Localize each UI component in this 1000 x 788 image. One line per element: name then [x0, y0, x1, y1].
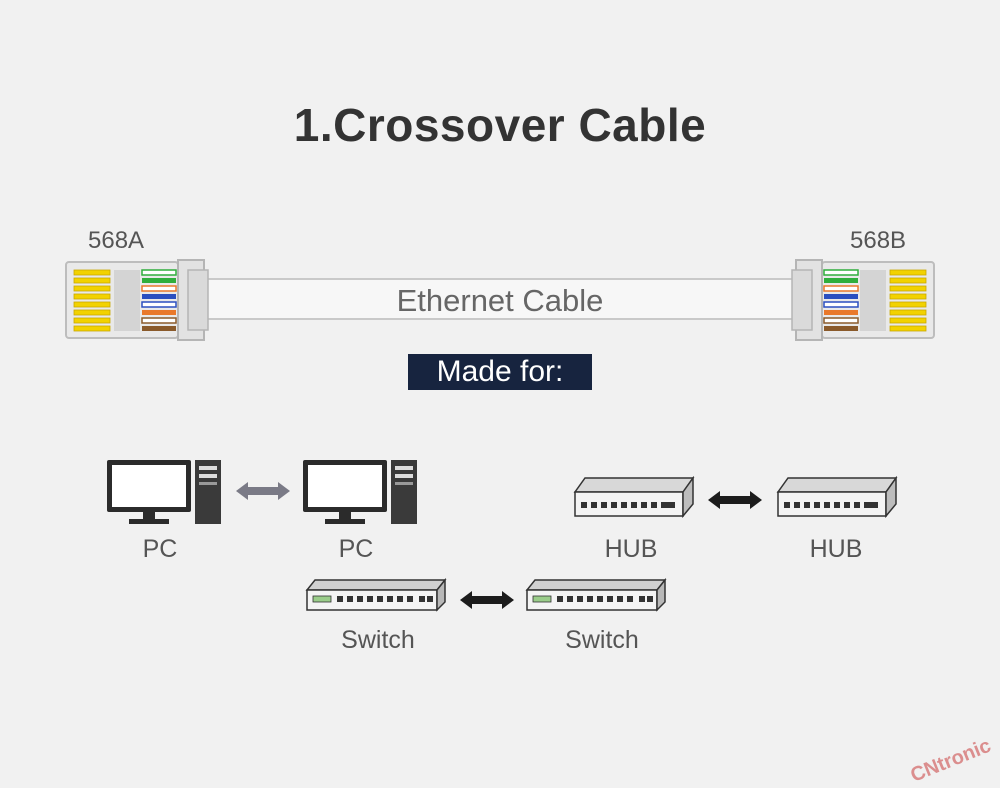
switch-right-label: Switch	[565, 626, 639, 654]
hub-right-label: HUB	[809, 535, 863, 563]
made-for-badge: Made for:	[408, 354, 592, 390]
pc-right-label: PC	[338, 535, 374, 563]
bidirectional-arrow-icon	[708, 491, 762, 509]
switch-icon	[305, 578, 447, 612]
rj45-connector-568b	[791, 259, 935, 341]
switch-left-label: Switch	[341, 626, 415, 654]
cable-body	[204, 278, 796, 320]
bidirectional-arrow-icon	[236, 482, 290, 500]
hub-left-label: HUB	[604, 535, 658, 563]
standard-568b-label: 568B	[850, 227, 907, 254]
rj45-connector-568a	[65, 259, 209, 341]
page-title: 1.Crossover Cable	[293, 99, 707, 151]
standard-568a-label: 568A	[88, 227, 145, 254]
pc-left-label: PC	[142, 535, 178, 563]
computer-icon	[303, 460, 417, 524]
bidirectional-arrow-icon	[460, 591, 514, 609]
hub-icon	[573, 476, 695, 519]
ethernet-cable-diagram	[65, 259, 935, 341]
computer-icon	[107, 460, 221, 524]
hub-icon	[776, 476, 898, 519]
switch-icon	[525, 578, 667, 612]
ethernet-cable-label: Ethernet Cable	[396, 283, 604, 318]
watermark-logo: CNtronic	[907, 734, 994, 787]
